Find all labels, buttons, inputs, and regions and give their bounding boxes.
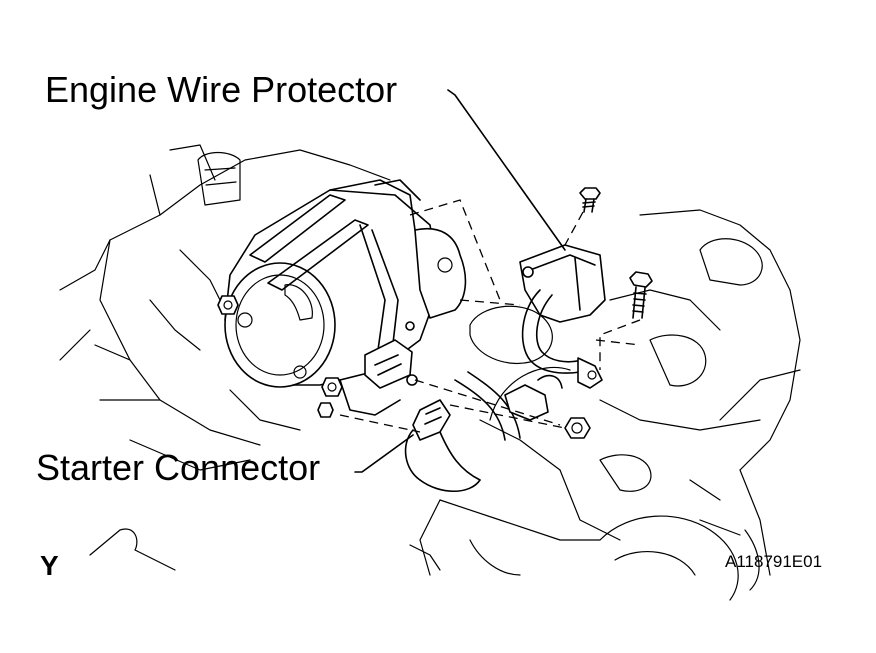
transmission-housing-outline: [419, 209, 801, 601]
protector-bolt-upper: [579, 187, 601, 213]
starter-connector-label: Starter Connector: [36, 447, 321, 488]
terminal-nut: [564, 417, 591, 439]
engine-wire-protector-label: Engine Wire Protector: [45, 69, 398, 110]
callout-leaders: [354, 89, 566, 473]
starter-bolt: [317, 402, 334, 418]
protector-bolt-right: [629, 271, 653, 319]
starter-motor: [217, 179, 467, 418]
starter-bolt: [321, 377, 343, 397]
bell-housing-opening: [469, 305, 571, 421]
engine-block-outline: [59, 144, 391, 471]
starter-bolt: [217, 295, 239, 315]
wire-harness: [454, 371, 563, 441]
view-corner-detail: [89, 528, 760, 591]
engine-wire-protector: [519, 244, 606, 389]
view-letter-label: Y: [40, 550, 59, 581]
figure-id-label: A118791E01: [725, 552, 823, 571]
installation-guide-lines: [339, 199, 641, 433]
starter-connector-plug: [404, 399, 481, 492]
